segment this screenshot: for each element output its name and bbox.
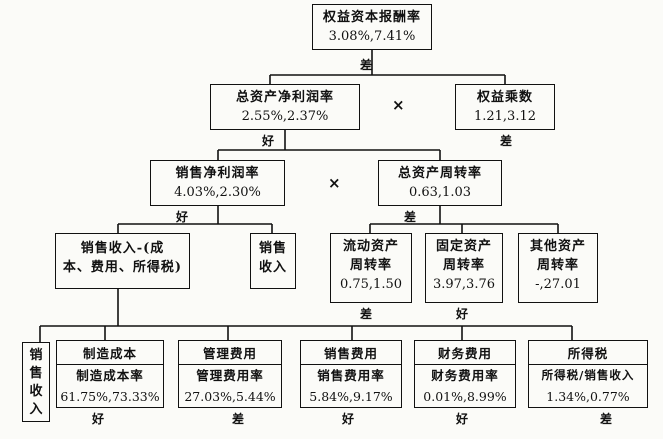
- fixed-turnover-box: 固定资产 周转率 3.97,3.76: [425, 233, 503, 303]
- finance-title: 财务费用: [437, 346, 492, 361]
- fixed-turnover-note: 好: [456, 307, 469, 321]
- admin-box: 管理费用 管理费用率 27.03%,5.44%: [178, 340, 282, 408]
- selling-box: 销售费用 销售费用率 5.84%,9.17%: [300, 340, 402, 408]
- net-margin-title: 销售净利润率: [175, 166, 260, 181]
- net-margin-value: 4.03%,2.30%: [174, 185, 261, 200]
- asset-turnover-title: 总资产周转率: [397, 166, 482, 181]
- sales-revenue-line1: 销售: [258, 241, 287, 256]
- net-margin-note: 好: [176, 210, 189, 224]
- equity-multiplier-value: 1.21,3.12: [473, 109, 537, 124]
- finance-ratio: 财务费用率: [415, 364, 515, 386]
- finance-value: 0.01%,8.99%: [423, 389, 507, 404]
- tax-note: 差: [600, 412, 613, 426]
- sales-minus-box: 销售收入-(成 本、费用、所得税): [55, 233, 190, 289]
- fixed-turnover-line1: 固定资产: [435, 239, 492, 254]
- equity-multiplier-box: 权益乘数 1.21,3.12: [455, 84, 555, 130]
- sales-income-side-label: 销售收入: [28, 347, 44, 419]
- multiply-icon: ×: [392, 96, 405, 114]
- admin-title: 管理费用: [202, 346, 257, 361]
- net-margin-box: 销售净利润率 4.03%,2.30%: [150, 160, 285, 206]
- other-turnover-value: -,27.01: [535, 277, 581, 292]
- tax-value: 1.34%,0.77%: [546, 389, 630, 404]
- roe-note: 差: [360, 58, 373, 72]
- mfg-value: 61.75%,73.33%: [60, 389, 160, 404]
- roa-value: 2.55%,2.37%: [241, 109, 329, 124]
- tax-ratio: 所得税/销售收入: [529, 364, 647, 386]
- finance-box: 财务费用 财务费用率 0.01%,8.99%: [414, 340, 516, 408]
- current-turnover-line1: 流动资产: [342, 239, 399, 254]
- sales-revenue-box: 销售 收入: [250, 233, 296, 289]
- admin-value: 27.03%,5.44%: [184, 389, 276, 404]
- roe-value: 3.08%,7.41%: [328, 29, 416, 44]
- other-turnover-line2: 周转率: [536, 258, 579, 273]
- multiply-icon: ×: [328, 174, 341, 192]
- selling-title: 销售费用: [323, 346, 378, 361]
- side-label-char: 售: [29, 366, 43, 381]
- side-label-char: 收: [29, 384, 43, 399]
- equity-multiplier-title: 权益乘数: [476, 90, 533, 105]
- sales-minus-line1: 销售收入-(成: [80, 241, 165, 256]
- roa-box: 总资产净利润率 2.55%,2.37%: [210, 84, 360, 130]
- fixed-turnover-line2: 周转率: [442, 258, 485, 273]
- roa-note: 好: [262, 134, 275, 148]
- sales-income-side-box: 销售收入: [22, 342, 50, 422]
- other-turnover-box: 其他资产 周转率 -,27.01: [518, 233, 598, 303]
- side-label-char: 销: [29, 348, 43, 363]
- equity-multiplier-note: 差: [500, 134, 513, 148]
- mfg-note: 好: [92, 412, 105, 426]
- tax-title: 所得税: [567, 346, 609, 361]
- other-turnover-line1: 其他资产: [529, 239, 586, 254]
- current-turnover-line2: 周转率: [349, 258, 392, 273]
- current-turnover-value: 0.75,1.50: [339, 277, 403, 292]
- asset-turnover-note: 差: [404, 210, 417, 224]
- sales-minus-line2: 本、费用、所得税): [62, 260, 183, 275]
- side-label-char: 入: [29, 402, 43, 417]
- roe-box: 权益资本报酬率 3.08%,7.41%: [312, 4, 432, 50]
- asset-turnover-value: 0.63,1.03: [408, 185, 472, 200]
- selling-ratio: 销售费用率: [301, 364, 401, 386]
- selling-note: 好: [342, 412, 355, 426]
- admin-note: 差: [232, 412, 245, 426]
- roa-title: 总资产净利润率: [235, 90, 334, 105]
- tax-box: 所得税 所得税/销售收入 1.34%,0.77%: [528, 340, 648, 408]
- roe-title: 权益资本报酬率: [322, 10, 421, 25]
- admin-ratio: 管理费用率: [179, 364, 281, 386]
- selling-value: 5.84%,9.17%: [309, 389, 393, 404]
- mfg-title: 制造成本: [82, 346, 137, 361]
- fixed-turnover-value: 3.97,3.76: [432, 277, 496, 292]
- sales-revenue-line2: 收入: [258, 260, 287, 275]
- asset-turnover-box: 总资产周转率 0.63,1.03: [378, 160, 502, 206]
- current-turnover-note: 差: [360, 307, 373, 321]
- finance-note: 好: [456, 412, 469, 426]
- mfg-box: 制造成本 制造成本率 61.75%,73.33%: [56, 340, 164, 408]
- current-turnover-box: 流动资产 周转率 0.75,1.50: [330, 233, 412, 303]
- mfg-ratio: 制造成本率: [57, 364, 163, 386]
